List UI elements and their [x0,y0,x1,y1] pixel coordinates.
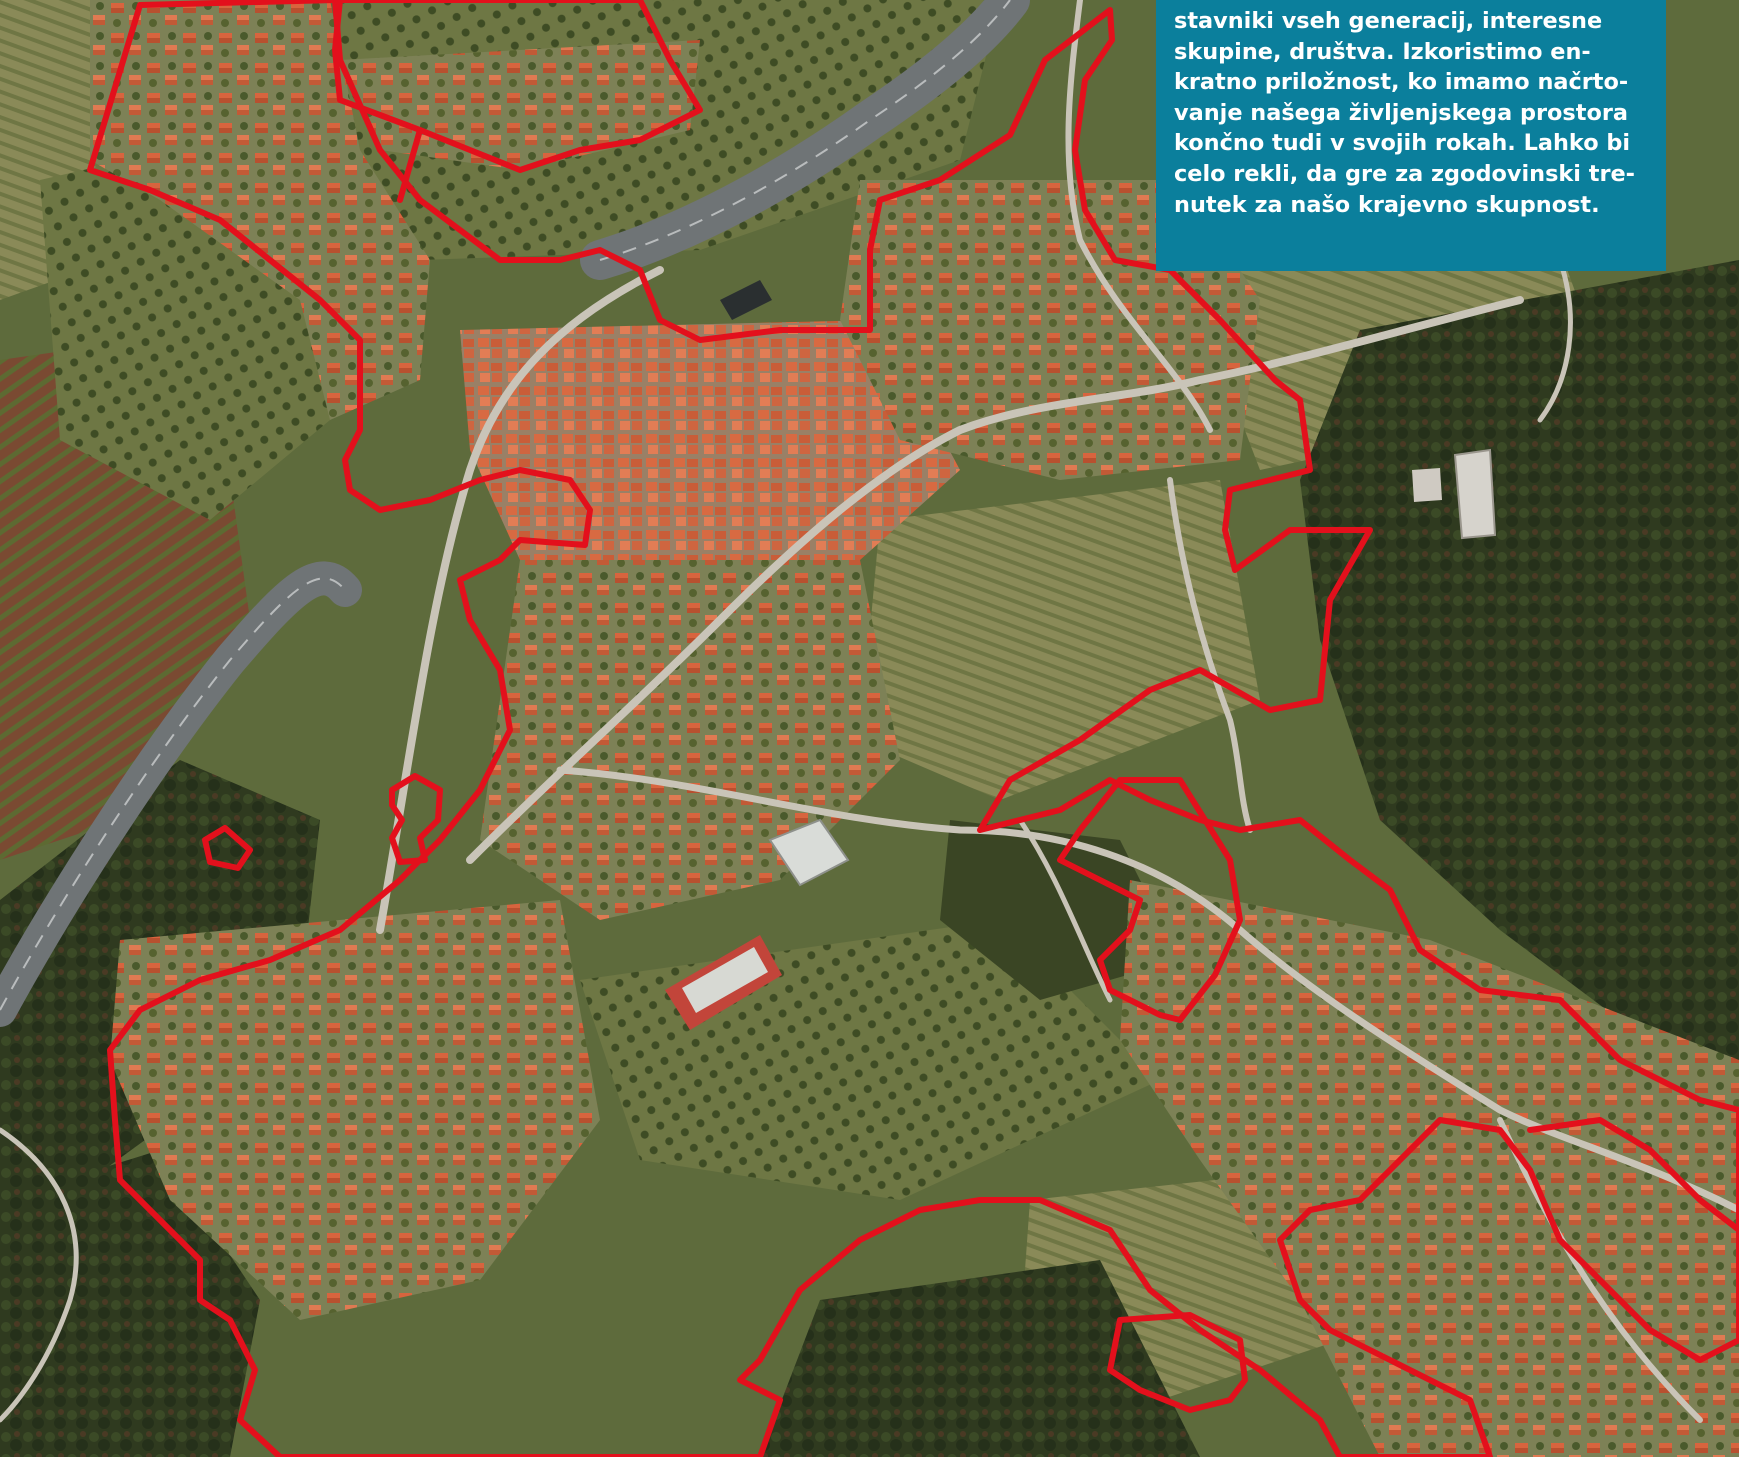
zone-outline-center-wedge [1057,777,1243,1023]
forest-southwest [0,1150,260,1457]
settlement-southwest [110,900,600,1320]
zone-outline-southeast [1527,1117,1739,1233]
forest-south [760,1260,1200,1457]
zone-outline-small-south [1107,1312,1248,1413]
info-text-line: celo rekli, da gre za zgodovinski tre- [1174,160,1635,187]
road-lane-east [1537,257,1573,423]
info-text-box: stavniki vseh generacij, interesne skupi… [1156,0,1666,271]
info-text-line: končno tudi v svojih rokah. Lahko bi [1174,130,1631,157]
info-text-line: kratno priložnost, ko imamo načrto- [1174,69,1629,96]
greenhouse-east [1453,448,1497,540]
info-text-line: nutek za našo krajevno skupnost. [1174,191,1600,218]
road-main [466,296,1524,864]
highway-southwest-lanes [0,577,346,1011]
zone-outlines [87,0,1739,1457]
info-text-line: vanje našega življenjskega prostora [1174,99,1629,126]
road-north-east [1065,0,1213,433]
settlement-north [340,40,700,170]
road-lane-southeast [1497,1117,1703,1423]
sports-field [682,947,768,1013]
sports-hall-roof [768,818,850,887]
info-text-line: stavniki vseh generacij, interesne [1174,8,1603,34]
zone-outline-north [87,0,1739,1457]
zone-outline-small-west-1 [202,825,253,871]
road-southeast [556,766,1739,1214]
settlement-north-ridge [1000,240,1180,320]
zone-outline-north-orchard [332,0,703,173]
farm-building-east [1412,468,1442,502]
field-area-center [860,480,1260,800]
info-text-line: skupine, društva. Izkoristimo en- [1174,38,1591,65]
road-lane-center [1017,817,1113,1003]
road-east-branch [1167,477,1253,833]
zone-outline-north-orchard-inner [397,127,423,203]
woodland-center [940,820,1180,1000]
road-lane-southwest [0,1127,79,1423]
highway-north-lanes [599,0,1011,261]
forest-east [1300,260,1739,1060]
tunnel-portal [720,280,772,320]
zone-outline-small-west-2 [389,773,443,865]
